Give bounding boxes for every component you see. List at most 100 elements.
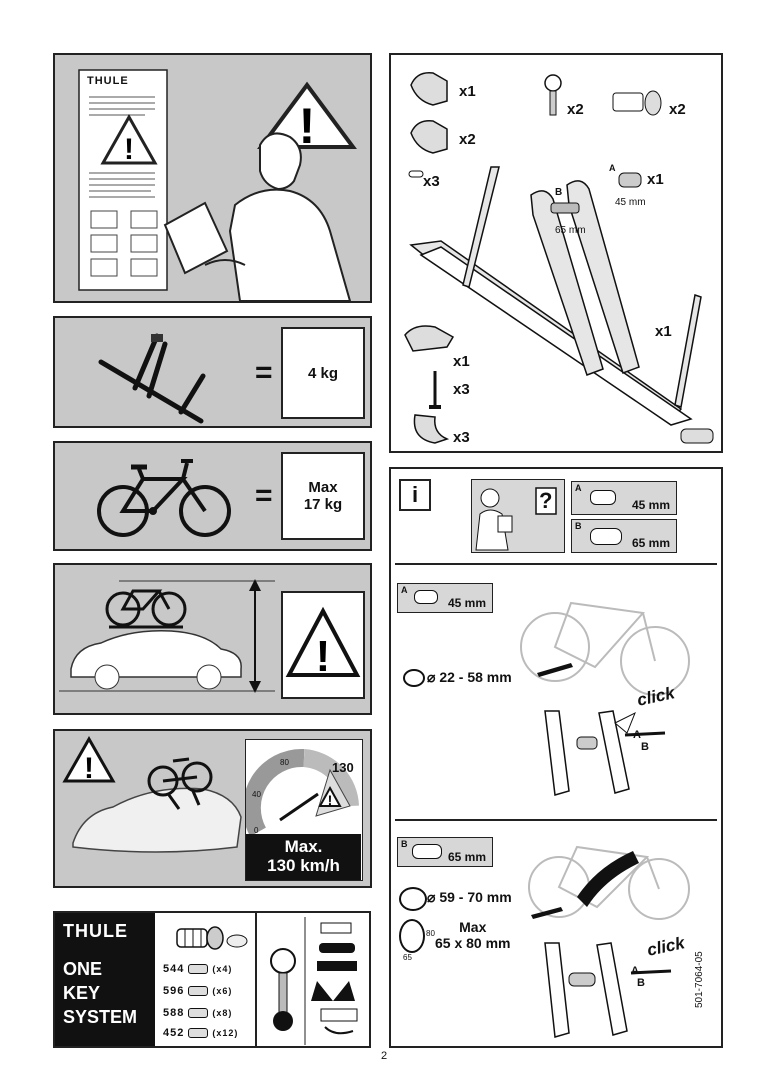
adapter-a-tag: A 45 mm [571, 481, 677, 515]
gauge-tick-130: 130 [332, 760, 354, 775]
frame-a-range-value: 22 - 58 mm [439, 669, 511, 685]
key-qty: (x4) [212, 964, 232, 974]
lock-cylinder-icon [171, 921, 251, 957]
adapter-a-letter: A [575, 483, 582, 493]
height-warning-box: ! [281, 591, 365, 699]
gauge-tick-80: 80 [280, 758, 289, 767]
max-speed-line2: 130 km/h [267, 857, 340, 876]
document-code: 501-7064-05 [694, 951, 705, 1008]
warning-icon: ! [283, 593, 363, 697]
key-and-accessories-icon [259, 917, 369, 1045]
info-icon: i [399, 479, 431, 511]
part-qty-9: x3 [453, 429, 470, 446]
rack-weight-panel: = 4 kg [53, 316, 372, 428]
bicycle-icon [95, 455, 235, 541]
frame-b-letter-b: B [637, 977, 645, 989]
part-qty-3: x2 [669, 101, 686, 118]
car-with-bike-icon [59, 569, 279, 711]
page-number: 2 [381, 1050, 387, 1062]
svg-text:!: ! [328, 792, 333, 808]
thule-logo-small: THULE [87, 75, 129, 87]
one-key-line3: SYSTEM [63, 1007, 137, 1028]
svg-text:!: ! [299, 98, 316, 154]
adapter-b-size: 65 mm [448, 850, 486, 864]
frame-b-round: ⌀ 59 - 70 mm [427, 889, 512, 906]
one-key-black-block: THULE ONE KEY SYSTEM [55, 913, 155, 1046]
bike-max-label: Max [308, 479, 337, 496]
section-a-adapter-tag: A 45 mm [397, 583, 493, 613]
lock-cylinder-icon [188, 1028, 208, 1038]
adapter-a-icon [414, 590, 438, 604]
part-qty-7: x1 [453, 353, 470, 370]
section-b-adapter-tag: B 65 mm [397, 837, 493, 867]
one-key-row-2: 588 (x8) [163, 1007, 232, 1019]
part-qty-4: x3 [423, 173, 440, 190]
one-key-divider [255, 913, 257, 1046]
key-code: 452 [163, 1027, 184, 1039]
speedometer-box: ! 0 40 80 130 Max. 130 km/h [245, 739, 363, 881]
max-speed-label: Max. 130 km/h [246, 834, 361, 880]
frame-b-max-line1: Max [435, 919, 511, 935]
key-code: 596 [163, 985, 184, 997]
bike-weight-panel: = Max 17 kg [53, 441, 372, 551]
part-qty-0: x1 [459, 83, 476, 100]
adapter-a-letter: A [609, 163, 616, 173]
one-key-line1: ONE [63, 959, 102, 980]
frame-b-letter-a: A [631, 965, 639, 977]
key-qty: (x6) [212, 986, 232, 996]
part-qty-2: x2 [567, 101, 584, 118]
adapter-a-icon [590, 490, 616, 505]
one-key-line2: KEY [63, 983, 100, 1004]
key-code: 588 [163, 1007, 184, 1019]
round-tube-icon [399, 887, 427, 911]
adapter-b-letter: B [575, 521, 582, 531]
adapter-a-letter: A [401, 585, 408, 595]
key-qty: (x12) [212, 1028, 238, 1038]
round-tube-icon [403, 669, 425, 687]
lock-cylinder-icon [188, 1008, 208, 1018]
bike-max-weight-box: Max 17 kg [281, 452, 365, 540]
section-divider-1 [395, 563, 717, 565]
key-code: 544 [163, 963, 184, 975]
adapter-b-letter: B [555, 187, 562, 198]
adapter-a-dim: 45 mm [615, 197, 646, 208]
bike-rack-icon [91, 326, 271, 426]
instructions-panel: ! ! THULE [53, 53, 372, 303]
one-key-row-1: 596 (x6) [163, 985, 232, 997]
speedometer-gauge: ! [246, 740, 362, 836]
frame-a-bike-illustration [515, 573, 719, 803]
adapter-b-letter: B [401, 839, 408, 849]
adapter-b-tag: B 65 mm [571, 519, 677, 553]
max-speed-line1: Max. [285, 838, 323, 857]
weight-equals: = [255, 356, 273, 390]
adapter-b-size: 65 mm [632, 536, 670, 550]
parts-panel: x1 x2 x2 x2 x3 x1 x1 x1 x3 x3 A 45 mm B … [389, 53, 723, 453]
lock-cylinder-icon [188, 986, 208, 996]
frame-a-letter-a: A [633, 729, 641, 741]
adapter-a-size: 45 mm [632, 498, 670, 512]
frame-b-dim-80: 80 [426, 929, 435, 938]
part-qty-5: x1 [647, 171, 664, 188]
manual-illustration: ! ! [55, 55, 370, 301]
car-roof-bike-icon [69, 751, 249, 885]
speed-panel: ! ! 0 40 80 130 Max. 130 km/h [53, 729, 372, 888]
frame-b-max-line2: 65 x 80 mm [435, 935, 511, 951]
one-key-system-panel: THULE ONE KEY SYSTEM 544 (x4) 596 (x6) 5… [53, 911, 371, 1048]
frame-b-bike-illustration [521, 823, 719, 1045]
frame-a-range: ⌀ 22 - 58 mm [427, 669, 512, 686]
lock-cylinder-icon [188, 964, 208, 974]
svg-text:!: ! [124, 133, 134, 166]
height-warning-panel: ! [53, 563, 372, 715]
one-key-row-0: 544 (x4) [163, 963, 232, 975]
frame-b-dim-65: 65 [403, 953, 412, 962]
key-qty: (x8) [212, 1008, 232, 1018]
part-qty-8: x3 [453, 381, 470, 398]
one-key-row-3: 452 (x12) [163, 1027, 238, 1039]
bike-equals: = [255, 479, 273, 513]
adapter-b-icon [412, 844, 442, 859]
bike-max-value: 17 kg [304, 496, 342, 513]
read-manual-icon: ? [471, 479, 565, 553]
frame-a-letter-b: B [641, 741, 649, 753]
frame-b-round-value: 59 - 70 mm [439, 889, 511, 905]
frame-b-max: Max 65 x 80 mm [435, 919, 511, 951]
